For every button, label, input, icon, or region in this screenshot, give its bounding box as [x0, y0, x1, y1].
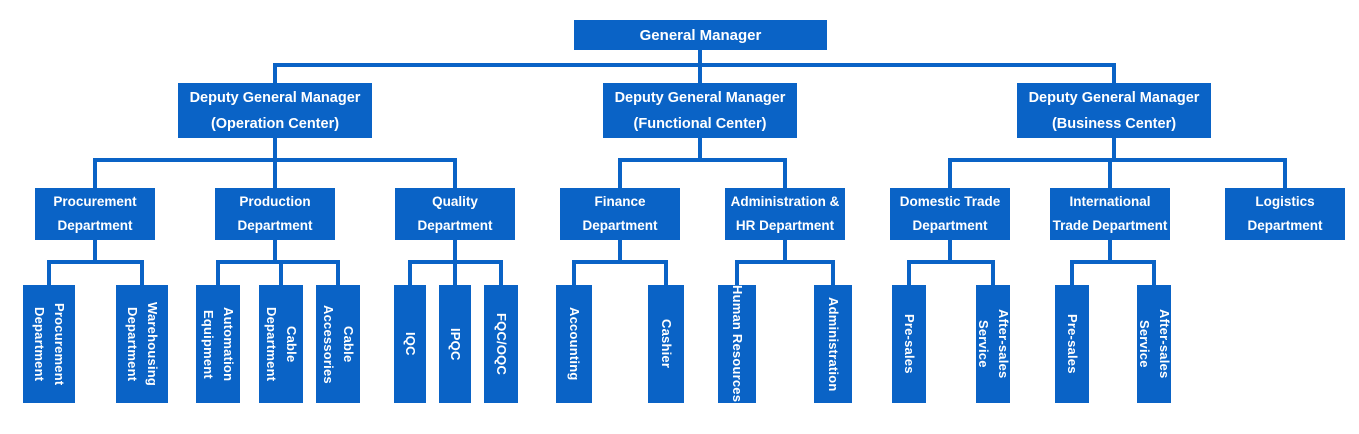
- label-line: Accounting: [567, 307, 583, 381]
- node-unit-domestic-after-sales: After-sales Service: [976, 285, 1012, 403]
- label-line: Department: [57, 218, 133, 233]
- label-line: Cashier: [659, 319, 675, 369]
- label-line: FQC/OQC: [494, 312, 510, 376]
- label-line: Department: [237, 218, 313, 233]
- label-line: Department: [1247, 218, 1323, 233]
- label-line: Department: [32, 306, 47, 382]
- label-line: General Manager: [639, 26, 762, 44]
- label-line: Department: [582, 218, 658, 233]
- label-line: After-sales Service: [1137, 309, 1173, 379]
- label-line: Automation: [221, 306, 237, 382]
- label-line: (Operation Center): [210, 115, 340, 132]
- node-dept-quality: Quality Department: [395, 188, 515, 240]
- label-line: IQC: [403, 332, 419, 356]
- label-line: Deputy General Manager: [1028, 89, 1200, 106]
- node-general-manager: General Manager: [574, 20, 827, 50]
- node-unit-administration: Administration: [814, 285, 852, 403]
- label-line: After-sales Service: [976, 309, 1012, 379]
- node-unit-automation-equipment: Automation Equipment: [196, 285, 240, 403]
- node-unit-ipqc: IPQC: [439, 285, 471, 403]
- label-line: Human Resources: [730, 285, 746, 403]
- label-line: Accessories: [321, 304, 336, 384]
- label-line: Procurement: [52, 302, 68, 386]
- label-line: Deputy General Manager: [189, 89, 361, 106]
- node-deputy-business-center: Deputy General Manager (Business Center): [1017, 83, 1211, 138]
- node-dept-procurement: Procurement Department: [35, 188, 155, 240]
- node-dept-international-trade: International Trade Department: [1050, 188, 1170, 240]
- label-line: HR Department: [735, 218, 835, 233]
- label-line: Cable: [284, 325, 300, 363]
- node-deputy-functional-center: Deputy General Manager (Functional Cente…: [603, 83, 797, 138]
- label-line: Cable: [341, 325, 357, 363]
- node-unit-fqc-oqc: FQC/OQC: [484, 285, 518, 403]
- label-line: Equipment: [201, 309, 216, 379]
- node-dept-finance: Finance Department: [560, 188, 680, 240]
- label-line: (Business Center): [1051, 115, 1177, 132]
- label-line: Logistics: [1255, 194, 1315, 209]
- node-unit-international-after-sales: After-sales Service: [1137, 285, 1173, 403]
- label-line: Department: [125, 306, 140, 382]
- node-unit-cable-accessories: Cable Accessories: [316, 285, 360, 403]
- node-unit-international-pre-sales: Pre-sales: [1055, 285, 1089, 403]
- node-unit-cable-department: Cable Department: [259, 285, 303, 403]
- node-unit-domestic-pre-sales: Pre-sales: [892, 285, 926, 403]
- node-unit-cashier: Cashier: [648, 285, 684, 403]
- node-unit-warehousing: Warehousing Department: [116, 285, 168, 403]
- node-unit-human-resources: Human Resources: [718, 285, 756, 403]
- label-line: Deputy General Manager: [614, 89, 786, 106]
- label-line: Quality: [432, 194, 478, 209]
- label-line: Administration &: [730, 194, 840, 209]
- label-line: Trade Department: [1052, 218, 1168, 233]
- node-dept-production: Production Department: [215, 188, 335, 240]
- label-line: IPQC: [448, 327, 464, 361]
- label-line: Domestic Trade: [899, 194, 1001, 209]
- label-line: Administration: [826, 296, 842, 392]
- label-line: Department: [912, 218, 988, 233]
- label-line: Department: [417, 218, 493, 233]
- node-dept-domestic-trade: Domestic Trade Department: [890, 188, 1010, 240]
- node-deputy-operation-center: Deputy General Manager (Operation Center…: [178, 83, 372, 138]
- label-line: Pre-sales: [1065, 314, 1081, 374]
- label-line: Pre-sales: [902, 314, 918, 374]
- label-line: Production: [239, 194, 311, 209]
- label-line: Finance: [594, 194, 646, 209]
- node-unit-accounting: Accounting: [556, 285, 592, 403]
- node-unit-procurement: Procurement Department: [23, 285, 75, 403]
- label-line: Procurement: [53, 194, 137, 209]
- label-line: Department: [264, 306, 279, 382]
- label-line: Warehousing: [145, 301, 161, 387]
- node-dept-admin-hr: Administration & HR Department: [725, 188, 845, 240]
- label-line: (Functional Center): [633, 115, 767, 132]
- label-line: International: [1069, 194, 1151, 209]
- node-unit-iqc: IQC: [394, 285, 426, 403]
- node-dept-logistics: Logistics Department: [1225, 188, 1345, 240]
